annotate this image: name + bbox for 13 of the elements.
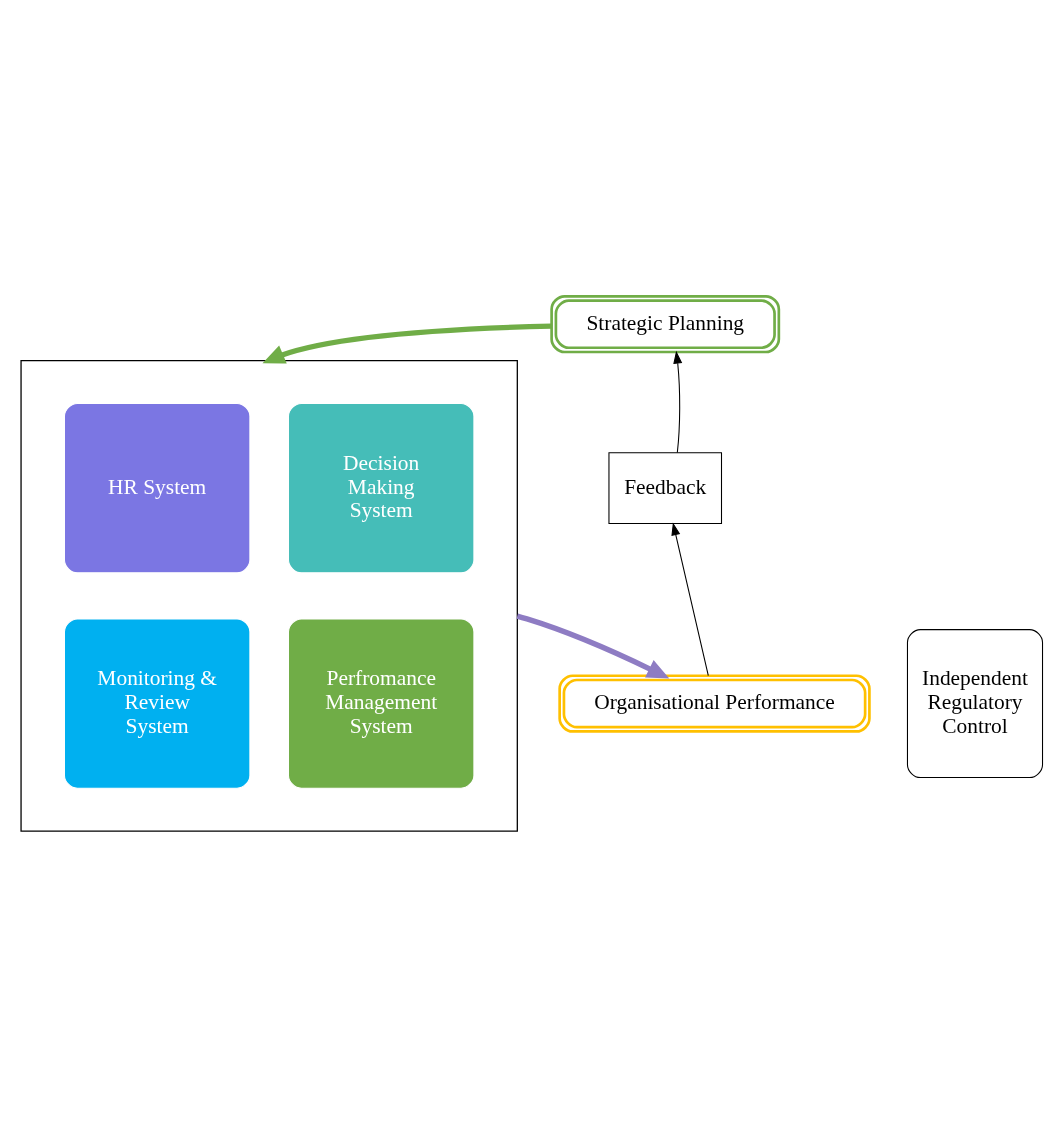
arrow — [262, 322, 552, 363]
arrow — [671, 521, 709, 676]
cluster — [20, 359, 518, 832]
node-box: Monitoring & Review System — [63, 617, 251, 789]
node-box: Independent Regulatory Control — [906, 628, 1044, 778]
node-box: Organisational Performance — [558, 673, 871, 733]
arrow — [673, 350, 683, 453]
node-box: HR System — [63, 402, 251, 573]
arrow — [516, 613, 670, 679]
node-box: Decision Making System — [287, 402, 475, 573]
node-box: Strategic Planning — [550, 294, 781, 353]
node-box: Perfromance Management System — [287, 617, 475, 789]
node-box: Feedback — [608, 451, 723, 524]
